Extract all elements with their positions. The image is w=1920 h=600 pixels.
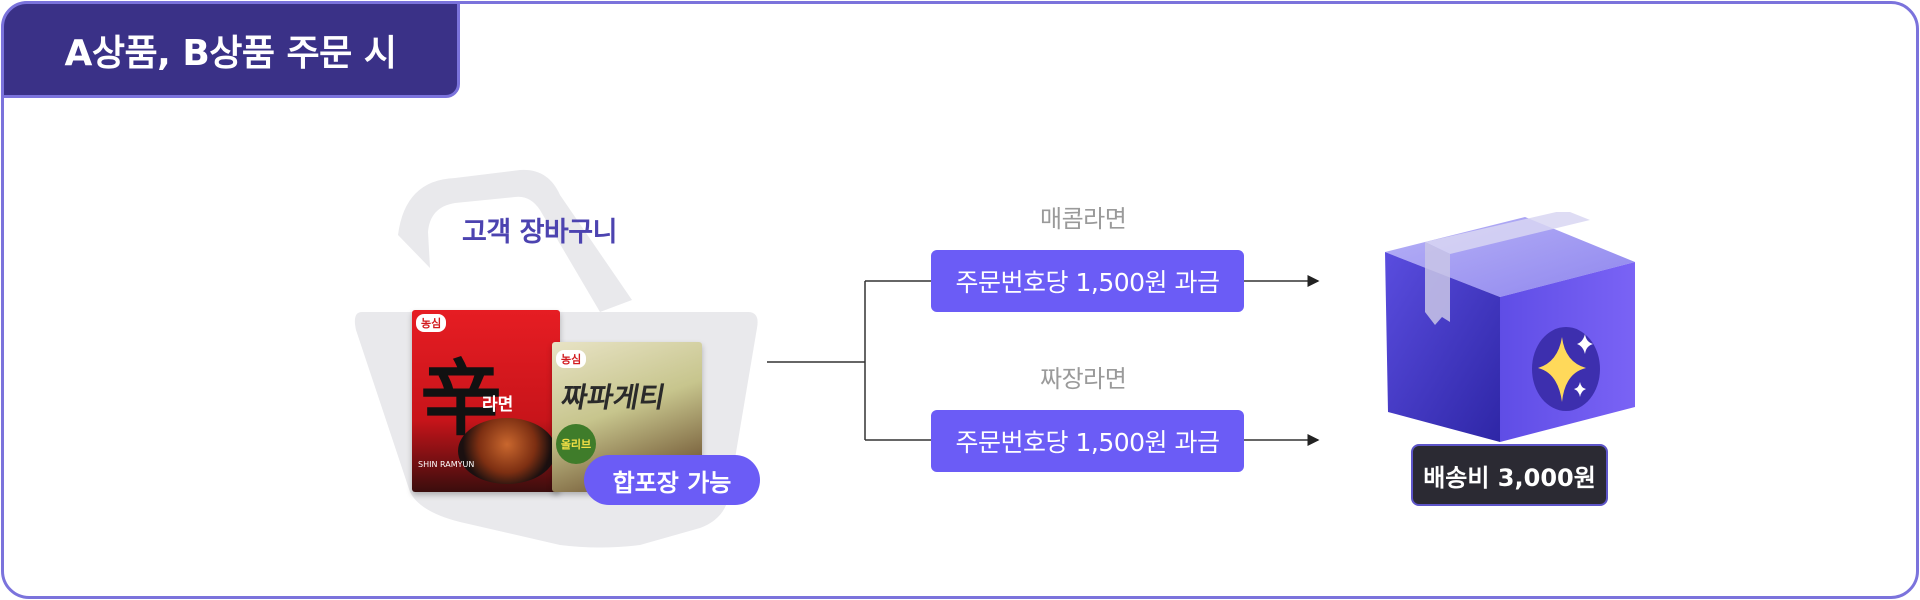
route-label-b: 짜장라면: [1040, 359, 1126, 394]
fee-box-b: 주문번호당 1,500원 과금: [931, 410, 1244, 472]
package-box-icon: [1380, 212, 1638, 442]
fee-box-a: 주문번호당 1,500원 과금: [931, 250, 1244, 312]
route-label-a: 매콤라면: [1040, 199, 1126, 234]
shipping-fee-badge: 배송비 3,000원: [1411, 444, 1608, 506]
